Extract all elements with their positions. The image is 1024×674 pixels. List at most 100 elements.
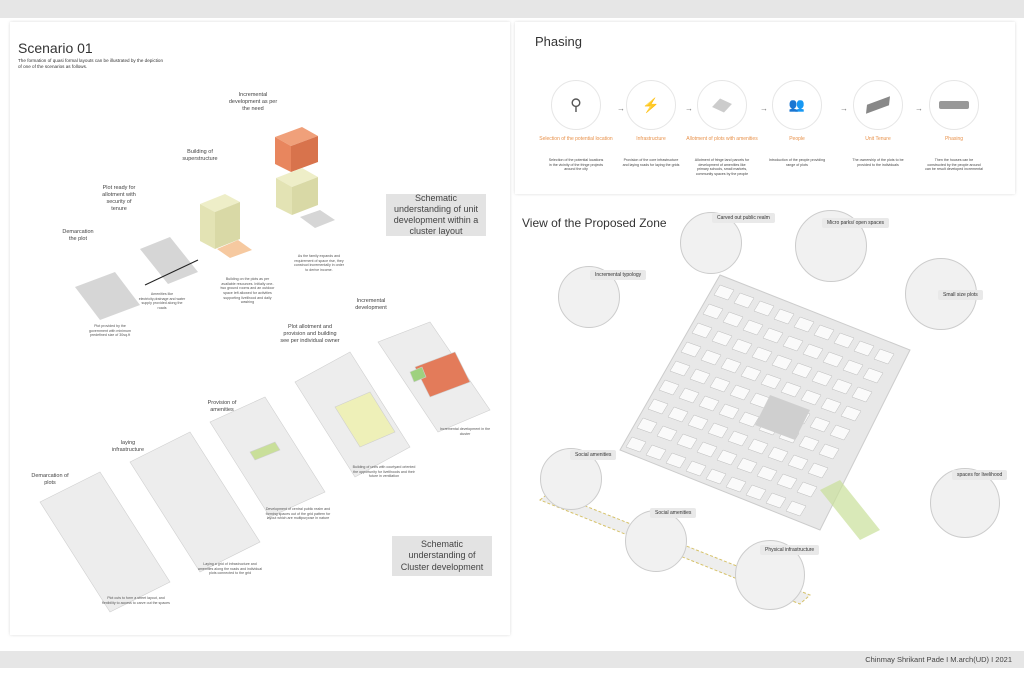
building-block (873, 348, 895, 365)
scenario-panel: Scenario 01 The formation of quasi forma… (10, 22, 510, 635)
phase-title: Selection of the potential location (539, 136, 613, 142)
tag-public-realm: Carved out public realm (712, 213, 775, 223)
building-block (705, 468, 727, 485)
building-block (800, 389, 822, 406)
people-icon: 👥 (772, 80, 822, 130)
building-block (793, 316, 815, 333)
cluster-caption-5: Incremental development in the cluster (439, 427, 491, 436)
unit-caption-3: Building on the plots as per available r… (220, 277, 275, 305)
phase-desc: Allotment of fringe land parcels for dev… (694, 158, 750, 177)
top-bar (0, 0, 1024, 18)
building-block (733, 292, 755, 309)
building-block (776, 473, 798, 490)
building-block (771, 354, 793, 371)
building-block (729, 384, 751, 401)
building-block (785, 500, 807, 517)
tag-micro-parks: Micro parks/ open spaces (822, 218, 889, 228)
tag-infrastructure: Physical infrastructure (760, 545, 820, 555)
building-block (840, 405, 862, 422)
building-block (736, 457, 758, 474)
building-block (813, 324, 835, 341)
building-block (862, 367, 884, 384)
building-block (765, 492, 787, 509)
phase-title: Phasing (944, 136, 964, 142)
building-block (625, 436, 647, 453)
phase-title: Allotment of plots with amenities (686, 136, 758, 142)
cluster-step-1: Demarcation of plots (31, 473, 69, 486)
phase-title: Infrastructure (636, 136, 666, 142)
building-block (822, 351, 844, 368)
building-block (767, 446, 789, 463)
phase-title: People (789, 136, 805, 142)
building-block (696, 441, 718, 458)
building-block (709, 376, 731, 393)
building-block (802, 343, 824, 360)
building-block (851, 386, 873, 403)
cluster-step-5: Incremental development (355, 298, 387, 311)
building-block (698, 395, 720, 412)
building-block (647, 398, 669, 415)
houses-icon (929, 80, 979, 130)
building-block (742, 319, 764, 336)
building-block (727, 430, 749, 447)
phasing-panel: Phasing ⚲Selection of the potential loca… (515, 22, 1015, 194)
building-block (656, 425, 678, 442)
building-block (725, 476, 747, 493)
cluster-step-3: Provision of amenities (207, 400, 237, 413)
building-block (702, 303, 724, 320)
building-block (829, 424, 851, 441)
building-block (751, 346, 773, 363)
illustrations (39, 127, 491, 613)
building-block (691, 322, 713, 339)
tag-livelihood: spaces for livelihood (952, 470, 1008, 480)
building-block (665, 452, 687, 469)
building-block (762, 327, 784, 344)
building-block (680, 341, 702, 358)
building-block (782, 335, 804, 352)
scenario-intro: The formation of quasi formal layouts ca… (18, 58, 164, 69)
cluster-caption-2: Laying a grid of infrastructure and amen… (197, 562, 263, 576)
phase-desc: The ownership of the plots to be provide… (852, 158, 904, 167)
building-block (685, 460, 707, 477)
cluster-step-2: laying infrastructure (111, 440, 145, 453)
building-block (636, 417, 658, 434)
unit-step-4: Incremental development as per the need (228, 92, 278, 112)
bubble-social-2 (625, 510, 687, 572)
building-block (753, 300, 775, 317)
tag-social-2: Social amenities (650, 508, 697, 518)
arrow-icon: → (685, 104, 693, 113)
building-block (676, 433, 698, 450)
phase-desc: Selection of the potential locations in … (548, 158, 604, 172)
unit-caption-4: As the family expands and requirement of… (294, 254, 344, 273)
phase-desc: Then the houses can be constructed by th… (925, 158, 983, 172)
building-block (791, 362, 813, 379)
building-block (796, 481, 818, 498)
building-block (787, 454, 809, 471)
scenario-title: Scenario 01 (18, 40, 93, 56)
bubble-public-realm (680, 212, 742, 274)
cluster-box: Schematic understanding of Cluster devel… (392, 536, 492, 576)
phasing-title: Phasing (535, 34, 582, 49)
cluster-caption-3: Development of central public realm and … (265, 507, 331, 521)
unit-caption-2: Amenities like electricity,drainage and … (138, 292, 186, 311)
unit-box: Schematic understanding of unit developm… (386, 193, 486, 236)
tag-small-plots: Small size plots (938, 290, 983, 300)
cluster-caption-4: Building of units with courtyard oriente… (352, 465, 416, 479)
building-block (811, 370, 833, 387)
cluster-illustrations (39, 321, 491, 613)
building-block (718, 403, 740, 420)
building-block (700, 349, 722, 366)
building-block (669, 360, 691, 377)
building-block (807, 462, 829, 479)
building-block (747, 438, 769, 455)
zone-title: View of the Proposed Zone (522, 216, 667, 230)
building-block (713, 284, 735, 301)
building-block (731, 338, 753, 355)
building-block (831, 378, 853, 395)
building-block (678, 387, 700, 404)
